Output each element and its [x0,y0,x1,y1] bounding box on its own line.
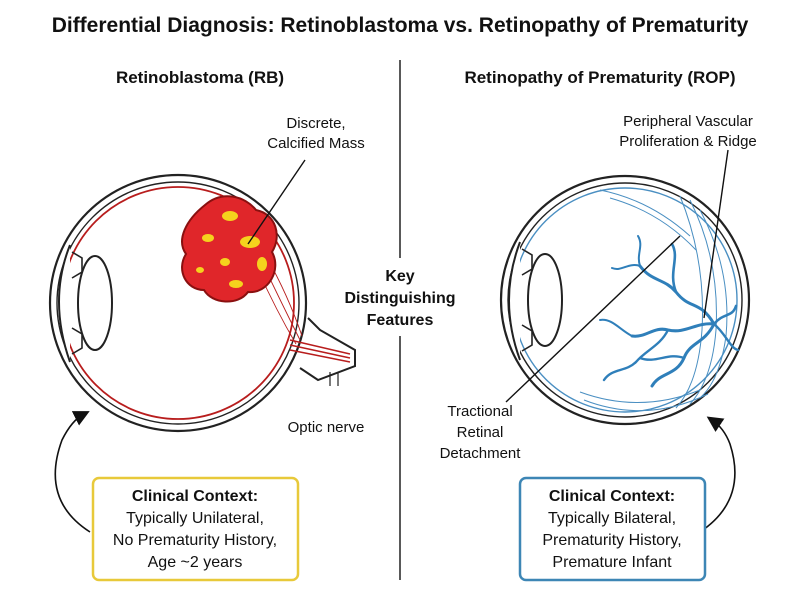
rb-choroid [56,181,300,425]
key-line-1: Key [385,268,414,285]
rop-ridge-label-line-2: Proliferation & Ridge [619,133,757,150]
rb-cornea [58,244,71,363]
rb-iris-upper [71,251,83,279]
key-text-mask [336,258,464,336]
rop-clinical-box [518,476,707,582]
rb-nerve-fiber [289,339,351,355]
rop-fiber-strand [579,389,701,403]
rb-eye-diagram [48,159,356,433]
rb-calcification [229,280,243,288]
key-line-3: Features [367,312,434,329]
rop-vessel [611,264,641,270]
rb-calcification [196,267,204,273]
rop-lens [527,253,563,347]
rop-detachment-label-line-2: Retinal [457,424,504,441]
rop-vessel [712,304,738,326]
rb-box-line-1: Typically Unilateral, [126,510,264,527]
rb-box-title: Clinical Context: [132,488,258,505]
rb-mass-label-line-2: Calcified Mass [267,135,365,152]
rb-clinical-box [91,476,300,582]
rop-box-line-1: Typically Bilateral, [548,510,676,527]
rb-iris-lower [71,327,83,355]
rb-nerve-fiber [289,349,351,363]
rop-vessel [670,242,678,294]
rb-mass-label-line-1: Discrete, [286,115,345,132]
rb-nerve-fiber [289,344,351,359]
rop-fiber-strand [609,197,697,251]
rop-heading: Retinopathy of Prematurity (ROP) [464,68,735,87]
rop-vessel [602,328,670,382]
rop-fiber-strand [689,199,717,405]
rop-fiber-strand [583,393,709,412]
rop-iris-lower [521,324,533,352]
rb-calcification [222,211,238,221]
rb-box-line-2: No Prematurity History, [113,532,277,549]
rop-detachment-label-line-1: Tractional [447,403,512,420]
rop-fiber-strand [675,195,703,409]
key-features-label: Key Distinguishing Features [344,268,455,329]
rop-vessel [637,235,642,267]
rop-box-title: Clinical Context: [549,488,675,505]
rop-ridge-pointer [703,149,729,319]
rb-tumor-mass [181,195,278,303]
rop-iris-upper [521,248,533,276]
rop-vessel [599,318,633,337]
rb-lens [77,255,113,351]
rop-box-line-3: Premature Infant [552,554,672,571]
rb-calcification [257,257,267,271]
rop-detachment-label-line-3: Detachment [440,445,522,462]
key-line-2: Distinguishing [344,290,455,307]
rb-calcification [220,258,230,266]
rb-optic-nerve-label: Optic nerve [288,419,365,436]
rop-cornea [508,241,521,361]
page-title: Differential Diagnosis: Retinoblastoma v… [52,14,749,37]
rop-detachment-pointer [505,235,681,403]
rop-vessel [638,355,686,361]
rb-heading: Retinoblastoma (RB) [116,68,284,87]
rop-box-line-2: Prematurity History, [542,532,681,549]
rop-context-arrow [699,416,736,533]
rb-box-line-3: Age ~2 years [148,554,243,571]
rop-ridge-label-line-1: Peripheral Vascular [623,113,753,130]
rb-mass-pointer [247,159,306,245]
rb-context-arrow [54,411,91,533]
rop-sclera [499,174,751,426]
rop-vessel [712,322,740,352]
rop-fiber-strand [599,189,691,237]
rb-calcification [202,234,214,242]
rop-eye-diagram [499,149,751,426]
